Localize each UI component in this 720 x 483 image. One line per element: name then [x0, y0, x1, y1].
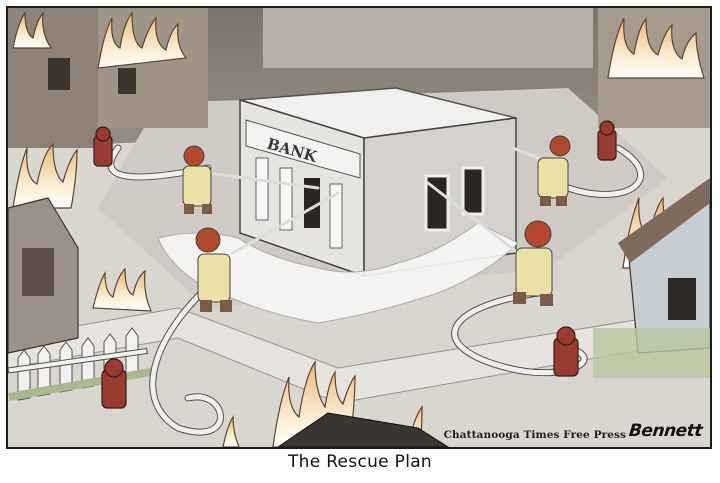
- left-burning-house: [8, 197, 79, 354]
- right-burning-house: [618, 178, 710, 354]
- credit-line: Chattanooga Times Free Press Bennett: [443, 421, 704, 441]
- hydrant-top-right: [597, 120, 617, 161]
- cartoon-panel: BANK: [6, 6, 712, 449]
- firefighter-bottom-right: [513, 220, 553, 306]
- hydrant-bottom-right: [553, 326, 579, 377]
- picket-fence: [8, 327, 148, 401]
- firefighters: [182, 135, 571, 312]
- publication-credit: Chattanooga Times Free Press: [443, 429, 627, 441]
- cartoon-illustration: BANK: [8, 8, 710, 447]
- firefighter-top-right: [537, 135, 571, 206]
- burning-roof: [277, 412, 449, 447]
- artist-signature: Bennett: [627, 421, 704, 441]
- cartoon-caption: The Rescue Plan: [287, 452, 433, 472]
- firefighter-top-left: [182, 145, 212, 214]
- hydrant-bottom-left: [101, 358, 127, 409]
- burning-buildings-background: [8, 8, 710, 148]
- hydrant-top-left: [93, 126, 113, 167]
- firefighter-bottom-left: [195, 227, 232, 312]
- fire-hydrants: [93, 120, 617, 409]
